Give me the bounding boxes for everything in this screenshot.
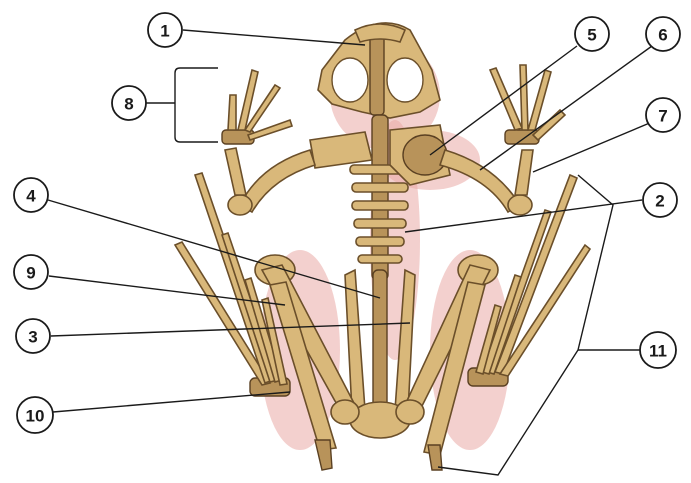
callout-7: 7: [646, 98, 680, 132]
leader-7: [533, 122, 652, 172]
leader-1: [183, 30, 365, 45]
callout-9: 9: [14, 255, 48, 289]
callout-5: 5: [575, 17, 609, 51]
callout-1: 1: [148, 13, 182, 47]
callout-8: 8: [112, 86, 146, 120]
callout-5-text: 5: [587, 26, 596, 45]
callout-7-text: 7: [658, 107, 667, 126]
callout-1-text: 1: [160, 22, 169, 41]
callout-10-text: 10: [26, 407, 45, 426]
callout-2: 2: [643, 183, 677, 217]
bracket-8: [175, 68, 218, 142]
callout-8-text: 8: [124, 95, 133, 114]
leader-10: [53, 392, 290, 412]
left-forelimb: [222, 70, 315, 215]
callout-11-text: 11: [649, 342, 667, 361]
callout-3: 3: [16, 319, 50, 353]
callout-2-text: 2: [655, 192, 664, 211]
callout-6-text: 6: [658, 26, 667, 45]
callout-6: 6: [646, 17, 680, 51]
leader-5: [430, 46, 577, 155]
callout-4-text: 4: [26, 187, 36, 206]
callout-3-text: 3: [28, 328, 37, 347]
frog-skeleton: [175, 23, 590, 470]
skull: [318, 23, 440, 118]
callout-11: 11: [640, 332, 676, 368]
callout-10: 10: [17, 397, 53, 433]
callout-9-text: 9: [26, 264, 35, 283]
callout-4: 4: [14, 178, 48, 212]
